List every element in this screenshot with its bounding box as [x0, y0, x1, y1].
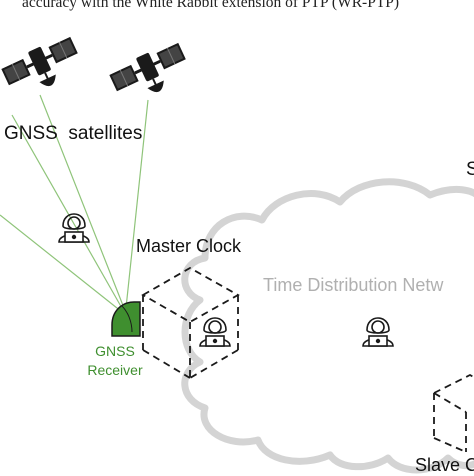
gnss-antenna-icon — [111, 301, 141, 337]
master-clock-label: Master Clock — [136, 236, 242, 256]
satellite-icon — [1, 36, 78, 87]
signal-lines — [0, 94, 149, 313]
hacker-icon — [199, 317, 231, 347]
hacker-icon — [362, 317, 394, 347]
signal-line-left-1 — [0, 214, 123, 313]
slave-clock-label: Slave C — [415, 455, 474, 475]
satellite-icon — [109, 42, 186, 93]
gnss-receiver-label-line1: GNSS — [95, 343, 135, 359]
time-distribution-network-label: Time Distribution Netw — [263, 275, 444, 295]
gnss-satellites-label: GNSS satellites — [4, 123, 143, 144]
signal-line-sat-2 — [125, 99, 149, 309]
gnss-receiver-label: GNSS Receiver — [85, 342, 145, 380]
cube-icon — [141, 266, 240, 379]
signal-line-sat-1 — [39, 94, 125, 309]
hacker-icon — [58, 213, 90, 243]
gnss-receiver-label-line2: Receiver — [87, 362, 143, 378]
cube-icon — [433, 373, 474, 453]
signal-line-left-2 — [11, 114, 124, 311]
cloud-shape — [181, 178, 474, 474]
figure-caption: accuracy with the White Rabbit extension… — [22, 0, 400, 11]
right-edge-label: S — [466, 159, 474, 180]
